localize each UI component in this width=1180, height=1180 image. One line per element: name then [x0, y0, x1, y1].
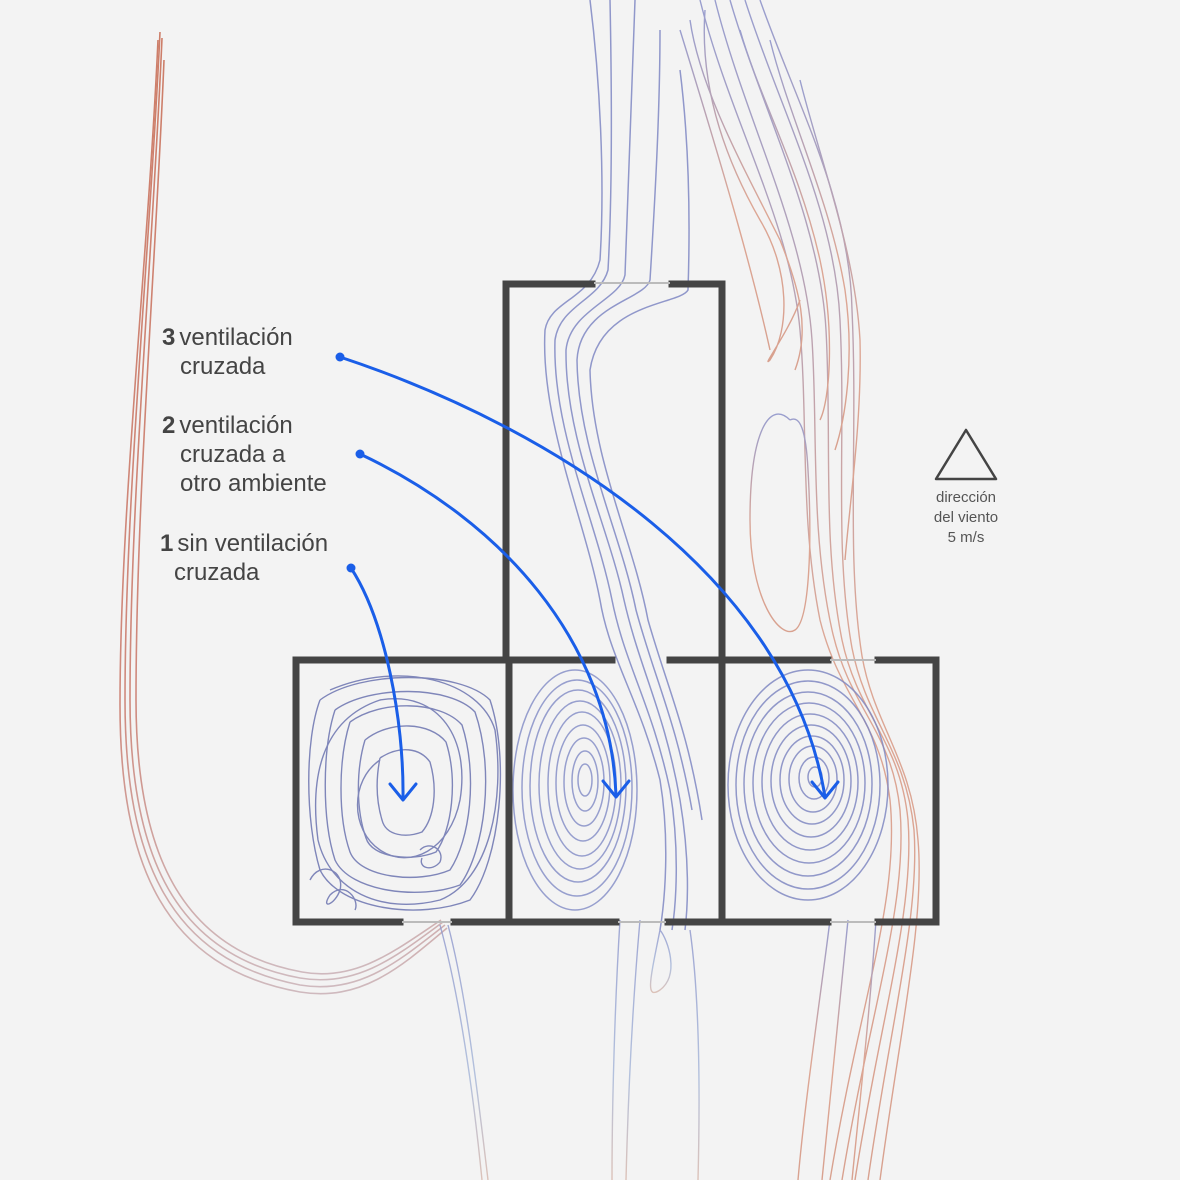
tower-wall-right [668, 280, 726, 664]
arrow-3-head [810, 780, 840, 800]
triangle-icon [934, 428, 998, 481]
label-line: cruzada a [180, 441, 286, 468]
building-walls [292, 280, 940, 926]
tower-wall-left [502, 280, 596, 664]
arrow-2-head [601, 779, 631, 799]
pointer-dots [335, 352, 365, 573]
label-line: sin ventilación [177, 530, 329, 557]
openings [402, 282, 876, 923]
building-top-far-right [874, 656, 940, 926]
arrow-1 [349, 566, 405, 800]
label-line: ventilación [179, 412, 293, 439]
wind-legend-line: dirección [935, 489, 997, 506]
label-number: 2 [162, 412, 176, 439]
arrow-2-dot [355, 449, 365, 459]
right-streamlines [679, 0, 920, 1180]
pointer-arrows [338, 355, 840, 802]
label-line: ventilación [179, 324, 293, 351]
wind-legend-line: del viento [933, 509, 999, 526]
room3-vortex [727, 669, 889, 901]
outer-streamlines [119, 31, 448, 995]
label-number: 3 [162, 324, 176, 351]
room1-vortex [308, 675, 502, 911]
label-line: otro ambiente [180, 470, 327, 497]
arrow-1-dot [346, 563, 356, 573]
bottom-streamlines [439, 919, 700, 1180]
wind-legend-line: 5 m/s [947, 529, 985, 546]
label-line: cruzada [180, 353, 266, 380]
wind-legend: dirección del viento 5 m/s [906, 488, 1026, 548]
building-left-wall [292, 656, 404, 926]
arrow-2 [358, 452, 618, 797]
arrow-1-head [388, 782, 418, 802]
room2-vortex [512, 669, 638, 911]
tower-streamlines [543, 0, 703, 931]
label-line: cruzada [174, 559, 260, 586]
arrow-3 [338, 355, 827, 799]
arrow-3-dot [335, 352, 345, 362]
label-number: 1 [160, 530, 174, 557]
